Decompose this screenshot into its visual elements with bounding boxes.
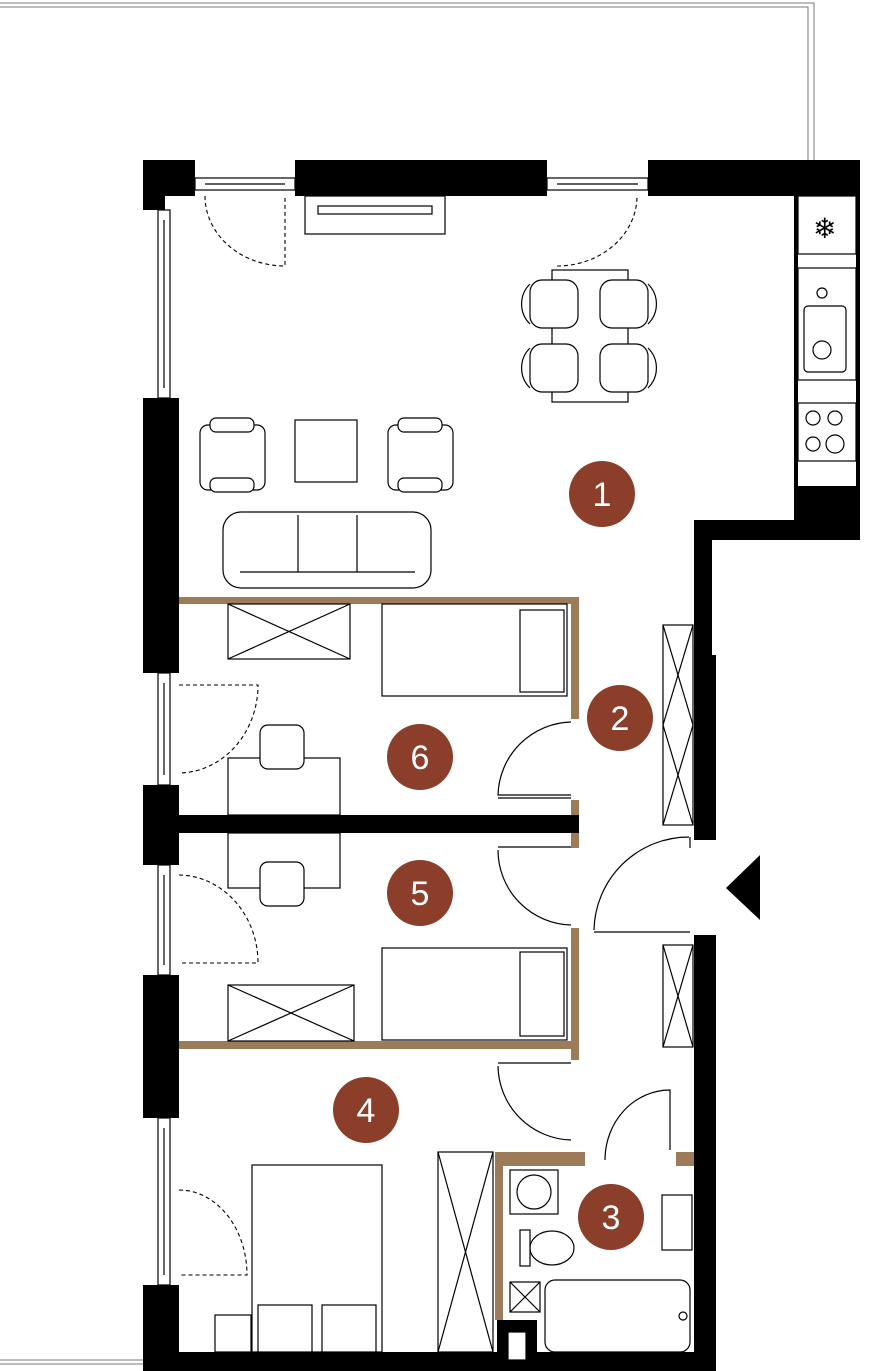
entrance-arrow-icon	[726, 855, 760, 920]
windows	[157, 177, 649, 1286]
kitchen: ❄	[797, 195, 857, 462]
bathroom-fixtures	[509, 1169, 693, 1353]
room-number-6: 6	[411, 739, 430, 777]
room-marker-6[interactable]: 6	[387, 724, 453, 790]
room-marker-4[interactable]: 4	[333, 1077, 399, 1143]
room-number-3: 3	[602, 1199, 621, 1237]
room-markers: 1 2 3 4 5 6	[333, 461, 653, 1250]
exterior-walls	[143, 160, 860, 1371]
room-number-1: 1	[593, 476, 612, 514]
room-number-2: 2	[611, 700, 630, 738]
room-marker-5[interactable]: 5	[387, 860, 453, 926]
room-4-furniture	[214, 1151, 494, 1353]
room-marker-3[interactable]: 3	[578, 1184, 644, 1250]
window-swings	[178, 195, 638, 1276]
room-number-5: 5	[411, 875, 430, 913]
freezer-icon: ❄	[813, 212, 836, 245]
living-furniture	[199, 195, 657, 589]
terrace-outline	[0, 2, 815, 1365]
door-swings	[497, 721, 691, 1161]
wardrobes	[662, 624, 694, 1048]
room-marker-2[interactable]: 2	[587, 685, 653, 751]
room-6-furniture	[227, 603, 568, 816]
partitions	[179, 597, 694, 1320]
room-number-4: 4	[357, 1092, 376, 1130]
room-marker-1[interactable]: 1	[569, 461, 635, 527]
room-5-furniture	[227, 832, 568, 1042]
